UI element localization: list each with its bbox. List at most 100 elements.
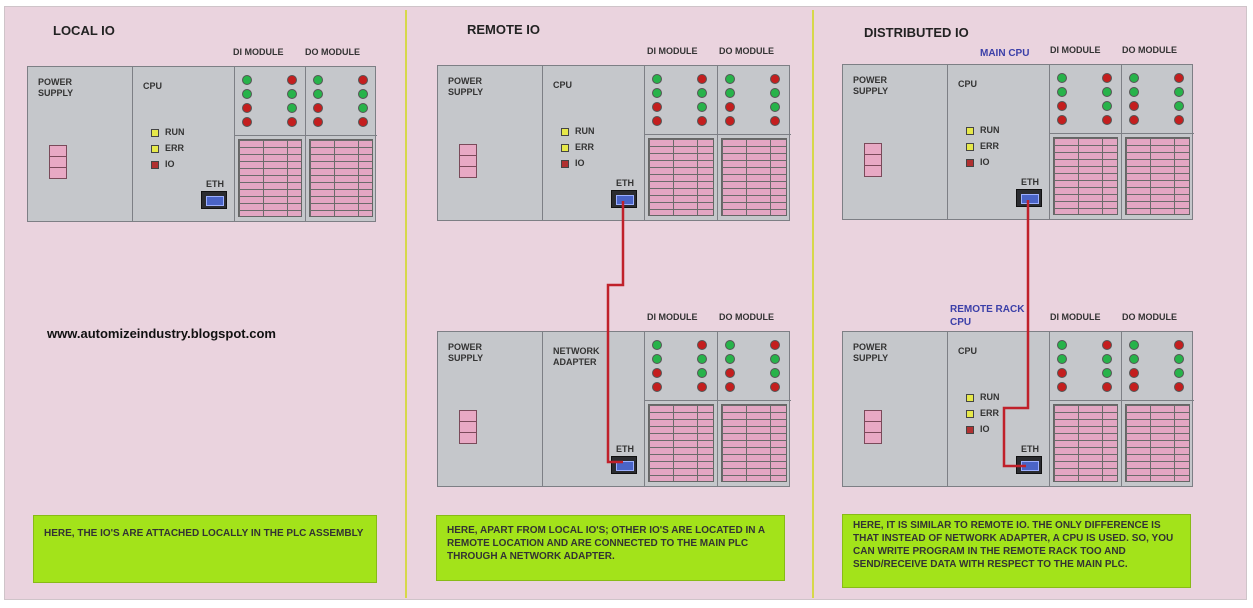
io-status-led-icon: [697, 354, 707, 364]
di-module-label: DI MODULE: [1050, 312, 1101, 322]
local-io-note: HERE, THE IO'S ARE ATTACHED LOCALLY IN T…: [33, 515, 377, 583]
di-module-label: DI MODULE: [233, 47, 284, 57]
io-led-panel: [718, 66, 791, 132]
power-switch-icon: [864, 143, 882, 177]
terminal-block: [1125, 404, 1190, 482]
power-supply-label: POWER SUPPLY: [853, 75, 889, 96]
remote-io-note: HERE, APART FROM LOCAL IO'S; OTHER IO'S …: [436, 515, 785, 581]
status-led-icon: [151, 160, 159, 169]
io-status-led-icon: [1129, 115, 1139, 125]
io-status-led-icon: [652, 340, 662, 350]
io-status-led-icon: [1174, 354, 1184, 364]
status-led-icon: [561, 143, 569, 152]
io-status-led-icon: [725, 102, 735, 112]
status-led-icon: [561, 159, 569, 168]
status-led-icon: [966, 393, 974, 402]
status-text: ERR: [575, 142, 595, 152]
status-text: RUN: [165, 127, 185, 137]
io-status-led-icon: [287, 117, 297, 127]
module-divider: [645, 134, 717, 135]
io-status-led-icon: [697, 116, 707, 126]
status-text: RUN: [575, 126, 595, 136]
status-text: IO: [165, 159, 175, 169]
io-status-led-icon: [770, 102, 780, 112]
io-led-panel: [1050, 65, 1122, 131]
cpu-module: CPU RUN ERR IO ETH: [133, 67, 235, 221]
website-label: www.automizeindustry.blogspot.com: [47, 326, 276, 341]
eth-label: ETH: [206, 179, 224, 189]
io-status-led-icon: [1129, 101, 1139, 111]
ethernet-port-icon: [611, 190, 637, 208]
io-status-led-icon: [1129, 73, 1139, 83]
status-led-icon: [966, 425, 974, 434]
io-status-led-icon: [770, 74, 780, 84]
io-status-led-icon: [725, 354, 735, 364]
io-status-led-icon: [725, 74, 735, 84]
terminal-block: [648, 138, 714, 216]
module-divider: [1050, 133, 1121, 134]
module-divider: [235, 135, 305, 136]
di-module-label: DI MODULE: [647, 312, 698, 322]
status-indicator-io: IO: [561, 158, 585, 168]
cpu-label: NETWORK ADAPTER: [553, 346, 600, 367]
io-status-led-icon: [242, 117, 252, 127]
io-status-led-icon: [770, 116, 780, 126]
io-status-led-icon: [1057, 340, 1067, 350]
di-module-label: DI MODULE: [1050, 45, 1101, 55]
io-led-panel: [1122, 332, 1194, 398]
io-led-panel: [718, 332, 791, 398]
io-status-led-icon: [697, 368, 707, 378]
power-supply-module: POWER SUPPLY: [843, 65, 948, 219]
power-switch-icon: [459, 144, 477, 178]
io-status-led-icon: [1174, 340, 1184, 350]
io-status-led-icon: [1174, 382, 1184, 392]
plc-rack: POWER SUPPLY CPU RUN ERR IO ETH: [27, 66, 377, 222]
cpu-label: CPU: [143, 81, 163, 91]
status-led-icon: [966, 142, 974, 151]
distributed-io-note: HERE, IT IS SIMILAR TO REMOTE IO. THE ON…: [842, 514, 1191, 588]
do-module-label: DO MODULE: [1122, 45, 1177, 55]
power-supply-module: POWER SUPPLY: [438, 66, 543, 220]
module-divider: [718, 400, 791, 401]
plc-rack: POWER SUPPLY CPU RUN ERR IO ETH: [437, 65, 791, 221]
io-status-led-icon: [725, 382, 735, 392]
io-status-led-icon: [1057, 101, 1067, 111]
do-module-label: DO MODULE: [719, 312, 774, 322]
io-status-led-icon: [652, 354, 662, 364]
io-status-led-icon: [287, 103, 297, 113]
remote-rack-cpu-label: REMOTE RACK CPU: [950, 304, 1025, 328]
ethernet-port-icon: [1016, 189, 1042, 207]
io-status-led-icon: [1174, 101, 1184, 111]
io-status-led-icon: [1102, 101, 1112, 111]
power-supply-module: POWER SUPPLY: [438, 332, 543, 486]
power-supply-label: POWER SUPPLY: [853, 342, 889, 363]
status-led-icon: [561, 127, 569, 136]
io-status-led-icon: [358, 117, 368, 127]
terminal-block: [648, 404, 714, 482]
io-status-led-icon: [1174, 73, 1184, 83]
main-cpu-label: MAIN CPU: [980, 48, 1030, 59]
io-status-led-icon: [1057, 73, 1067, 83]
cpu-module: CPU RUN ERR IO ETH: [543, 66, 645, 220]
eth-label: ETH: [616, 178, 634, 188]
io-status-led-icon: [1057, 382, 1067, 392]
cpu-label: CPU: [553, 80, 573, 90]
io-status-led-icon: [652, 88, 662, 98]
io-status-led-icon: [652, 102, 662, 112]
di-module: [1050, 332, 1122, 486]
io-status-led-icon: [313, 117, 323, 127]
di-module: [1050, 65, 1122, 219]
status-text: IO: [980, 157, 990, 167]
io-status-led-icon: [652, 368, 662, 378]
status-indicator-err: ERR: [151, 143, 184, 153]
cpu-label: CPU: [958, 346, 978, 356]
io-status-led-icon: [697, 102, 707, 112]
eth-label: ETH: [616, 444, 634, 454]
do-module-label: DO MODULE: [305, 47, 360, 57]
module-divider: [306, 135, 377, 136]
io-status-led-icon: [1057, 368, 1067, 378]
power-supply-label: POWER SUPPLY: [38, 77, 74, 98]
status-text: ERR: [980, 141, 1000, 151]
status-led-icon: [966, 126, 974, 135]
